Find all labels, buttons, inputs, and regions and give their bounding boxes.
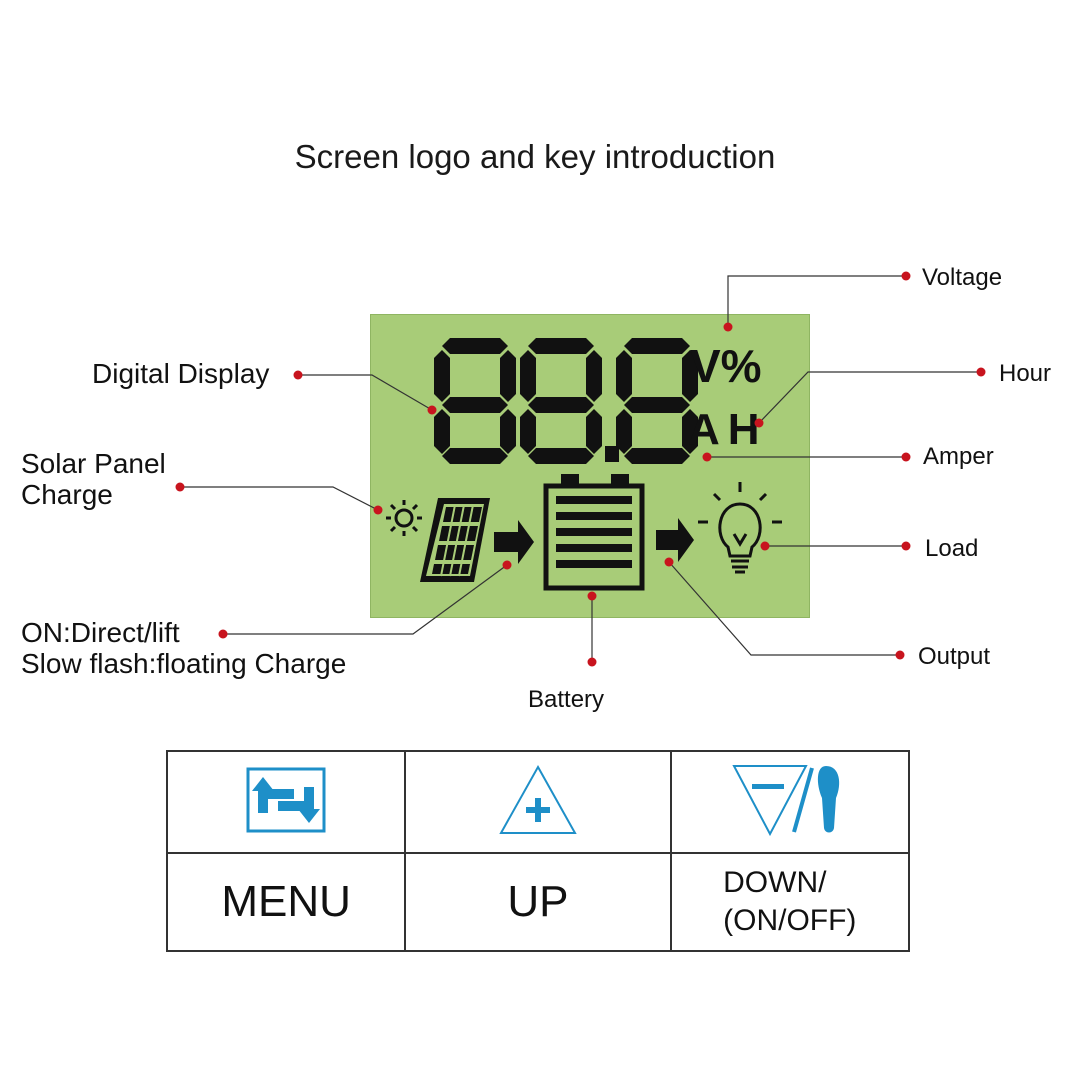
down-key-label-line1: DOWN/: [723, 866, 827, 899]
solar-panel-icon: [420, 498, 490, 582]
menu-key-label: MENU: [221, 877, 351, 926]
callout-dots: [175, 271, 986, 667]
output-arrow-icon: [656, 518, 694, 562]
label-charge-mode-line1: ON:Direct/lift: [21, 617, 180, 648]
down-onoff-key[interactable]: DOWN/ (ON/OFF): [669, 852, 911, 952]
digit-segment-group: [520, 338, 602, 464]
page-title: Screen logo and key introduction: [294, 138, 776, 175]
label-amper: Amper: [923, 443, 994, 470]
label-charge-mode-line2: Slow flash:floating Charge: [21, 648, 347, 679]
unit-voltage-percent: V%: [690, 340, 762, 392]
decimal-point: [605, 446, 619, 462]
label-solar-panel: Solar Panel Charge: [21, 448, 166, 510]
unit-amp-hour: AH: [688, 405, 768, 454]
label-battery: Battery: [528, 686, 605, 713]
minus-triangle-power-icon: [732, 764, 839, 836]
callout-lines: [180, 275, 981, 662]
label-load: Load: [925, 535, 979, 562]
plus-triangle-icon: [499, 764, 577, 834]
digit-segment-group: [434, 338, 516, 464]
label-solar-panel-line1: Solar Panel: [21, 448, 166, 479]
up-key-label: UP: [507, 877, 569, 926]
menu-key-icon-cell[interactable]: [165, 750, 407, 854]
digit-segment-group: [616, 338, 698, 464]
label-charge-mode: ON:Direct/lift Slow flash:floating Charg…: [21, 617, 346, 679]
down-key-icon-cell[interactable]: [669, 750, 911, 854]
down-key-label: DOWN/ (ON/OFF): [723, 864, 856, 940]
label-digital-display: Digital Display: [92, 358, 270, 389]
up-key-icon-cell[interactable]: [404, 750, 672, 854]
menu-key[interactable]: MENU: [165, 852, 407, 952]
key-table: MENU UP DOWN/ (ON/OFF): [165, 750, 911, 952]
label-solar-panel-line2: Charge: [21, 479, 113, 510]
up-key[interactable]: UP: [404, 852, 672, 952]
sun-icon: [386, 500, 422, 536]
down-key-label-line2: (ON/OFF): [723, 904, 857, 937]
label-hour: Hour: [999, 360, 1052, 387]
battery-icon: [543, 474, 645, 591]
light-bulb-icon: [698, 482, 782, 574]
label-output: Output: [918, 643, 991, 670]
menu-cycle-icon: [246, 767, 326, 832]
digital-display: [434, 338, 698, 464]
charge-arrow-icon: [494, 520, 534, 564]
label-voltage: Voltage: [922, 264, 1003, 291]
